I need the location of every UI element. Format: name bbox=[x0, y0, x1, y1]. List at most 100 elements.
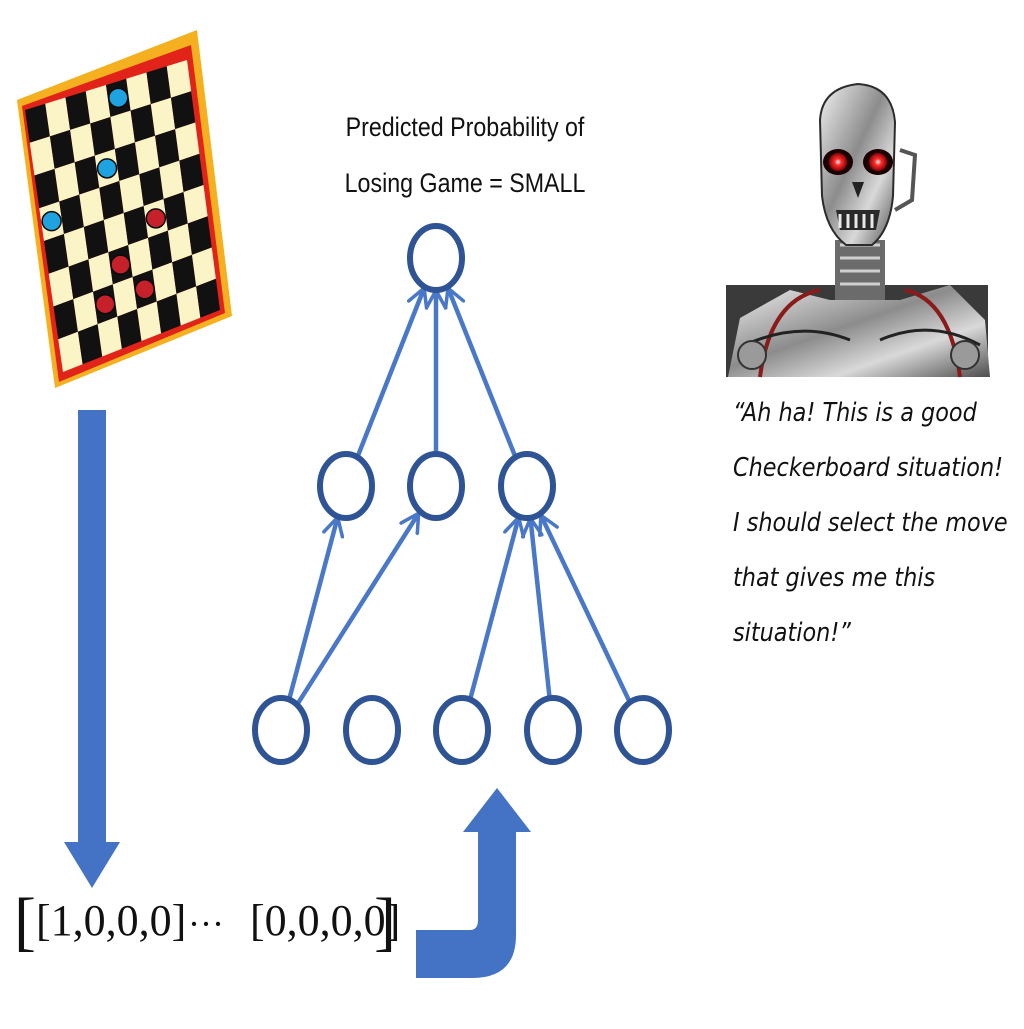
network-edges bbox=[286, 290, 633, 706]
board-square bbox=[126, 72, 151, 111]
board-square bbox=[110, 110, 135, 149]
input-node bbox=[524, 695, 582, 765]
red-checker-piece bbox=[134, 279, 155, 300]
network-nodes bbox=[252, 223, 672, 765]
input-node bbox=[343, 695, 401, 765]
board-square bbox=[63, 227, 89, 267]
board-square bbox=[146, 66, 171, 105]
quote-line: “Ah ha! This is a good bbox=[733, 398, 977, 428]
quote-line: I should select the move bbox=[733, 508, 1008, 538]
vector-ellipsis: ··· bbox=[188, 904, 224, 944]
board-square bbox=[150, 97, 176, 136]
red-checker-piece bbox=[110, 254, 131, 275]
board-square bbox=[53, 299, 78, 340]
board-square bbox=[58, 331, 83, 372]
network-edge bbox=[286, 519, 338, 702]
board-square bbox=[29, 136, 55, 176]
down-arrow-icon bbox=[64, 410, 120, 888]
board-square bbox=[83, 220, 109, 260]
board-square bbox=[139, 167, 164, 206]
board-square bbox=[112, 277, 138, 317]
board-square bbox=[44, 234, 69, 274]
board-square bbox=[134, 135, 160, 175]
board-square bbox=[119, 174, 144, 213]
board-square bbox=[123, 206, 149, 245]
hidden-node bbox=[407, 451, 465, 521]
network-edge bbox=[354, 290, 424, 459]
board-square bbox=[159, 160, 184, 199]
board-square bbox=[65, 91, 91, 130]
board-square bbox=[48, 266, 74, 307]
network-edge bbox=[467, 519, 519, 702]
network-edge bbox=[449, 290, 518, 459]
curved-up-arrow-icon bbox=[416, 788, 531, 978]
board-square bbox=[179, 153, 204, 192]
input-node bbox=[252, 695, 310, 765]
board-square bbox=[137, 301, 162, 341]
output-title-line-2: Losing Game = SMALL bbox=[344, 168, 586, 198]
board-square bbox=[45, 97, 71, 137]
board-square bbox=[74, 155, 100, 195]
blue-checker-piece bbox=[108, 87, 129, 109]
board-square bbox=[166, 60, 192, 98]
input-node bbox=[614, 695, 672, 765]
network-edge bbox=[531, 520, 553, 701]
hidden-node bbox=[317, 451, 375, 521]
output-title-line-1: Predicted Probability of bbox=[345, 112, 585, 142]
board-square bbox=[152, 262, 177, 302]
board-square bbox=[88, 252, 113, 292]
hidden-node bbox=[498, 451, 556, 521]
board-square bbox=[183, 185, 208, 224]
red-checker-piece bbox=[94, 293, 116, 315]
board-square bbox=[170, 91, 196, 130]
board-square bbox=[49, 129, 75, 169]
board-square bbox=[163, 192, 188, 231]
input-node bbox=[433, 695, 491, 765]
first-square-vector: [1,0,0,0] bbox=[36, 896, 187, 945]
output-node bbox=[407, 223, 465, 293]
network-edge bbox=[295, 515, 418, 706]
board-square bbox=[114, 142, 140, 181]
board-square bbox=[167, 223, 192, 263]
board-square bbox=[117, 309, 142, 349]
board-square bbox=[97, 316, 122, 357]
board-square bbox=[175, 122, 200, 161]
red-checker-piece bbox=[145, 208, 167, 229]
network-edge bbox=[542, 517, 633, 704]
board-square bbox=[103, 213, 129, 253]
board-square bbox=[85, 85, 111, 124]
quote-line: that gives me this bbox=[733, 563, 936, 593]
board-square bbox=[191, 247, 216, 287]
board-square bbox=[128, 237, 153, 277]
blue-checker-piece bbox=[96, 158, 118, 179]
board-square bbox=[156, 293, 181, 334]
board-square bbox=[68, 259, 94, 300]
board-square bbox=[79, 187, 104, 227]
board-square bbox=[54, 162, 80, 202]
quote-line: Checkerboard situation! bbox=[733, 453, 1004, 483]
board-square bbox=[70, 123, 95, 163]
board-square bbox=[155, 129, 180, 168]
board-square bbox=[187, 216, 212, 255]
board-square bbox=[25, 103, 50, 143]
board-square bbox=[59, 194, 84, 234]
board-square bbox=[130, 104, 156, 143]
board-square bbox=[176, 286, 201, 326]
last-square-vector: [0,0,0,0] bbox=[250, 896, 401, 945]
board-square bbox=[77, 324, 103, 365]
outer-close-bracket: ] bbox=[374, 885, 396, 958]
board-square bbox=[34, 168, 60, 209]
board-square bbox=[172, 254, 197, 294]
blue-checker-piece bbox=[41, 210, 62, 232]
board-square bbox=[99, 181, 124, 220]
board-square bbox=[90, 117, 115, 156]
board-square bbox=[148, 230, 173, 270]
board-square bbox=[196, 278, 220, 318]
board-square bbox=[73, 291, 98, 332]
outer-open-bracket: [ bbox=[14, 885, 36, 958]
robot-skull-icon bbox=[726, 82, 990, 378]
quote-line: situation!” bbox=[733, 618, 851, 648]
checkerboard-image bbox=[17, 30, 232, 388]
